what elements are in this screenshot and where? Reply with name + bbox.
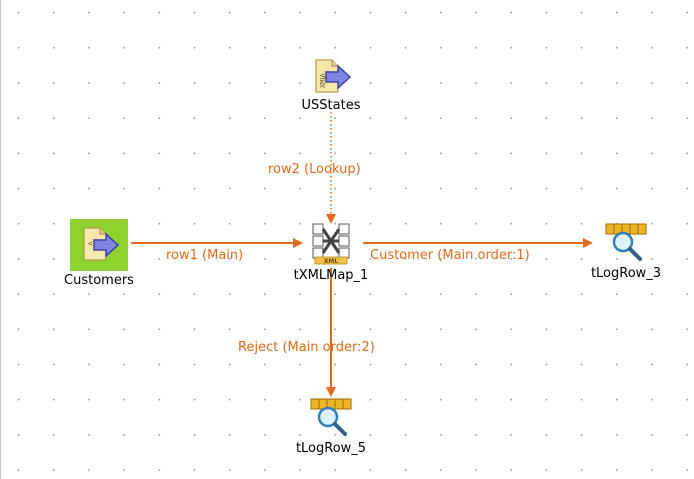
link-label-row2[interactable]: row2 (Lookup) [268, 162, 361, 177]
xml-input-icon[interactable]: < XML [310, 58, 352, 96]
component-label-txmlmap: tXMLMap_1 [293, 268, 369, 283]
component-tlogrow5[interactable]: tLogRow_5 [261, 395, 401, 456]
component-tlogrow3[interactable]: tLogRow_3 [556, 220, 694, 281]
link-label-customer[interactable]: Customer (Main order:1) [370, 248, 530, 263]
svg-text:XML: XML [319, 75, 327, 88]
link-label-reject[interactable]: Reject (Main order:2) [238, 340, 375, 355]
component-label-usstates: USStates [301, 98, 361, 113]
component-txmlmap[interactable]: XML tXMLMap_1 [261, 220, 401, 283]
svg-text:<: < [88, 239, 93, 248]
component-customers[interactable]: < Customers [29, 219, 169, 288]
selection-highlight: < [70, 219, 128, 271]
link-label-row1[interactable]: row1 (Main) [166, 248, 244, 263]
log-row-icon[interactable] [604, 220, 648, 264]
svg-text:<: < [320, 71, 325, 80]
log-row-icon[interactable] [309, 395, 353, 439]
component-usstates[interactable]: < XML USStates [261, 58, 401, 113]
xml-input-icon[interactable]: < [78, 226, 120, 264]
component-label-customers: Customers [64, 273, 134, 288]
xml-map-icon[interactable]: XML [309, 220, 353, 266]
svg-text:XML: XML [324, 258, 339, 265]
component-label-tlogrow3: tLogRow_3 [590, 266, 662, 281]
component-label-tlogrow5: tLogRow_5 [295, 441, 367, 456]
